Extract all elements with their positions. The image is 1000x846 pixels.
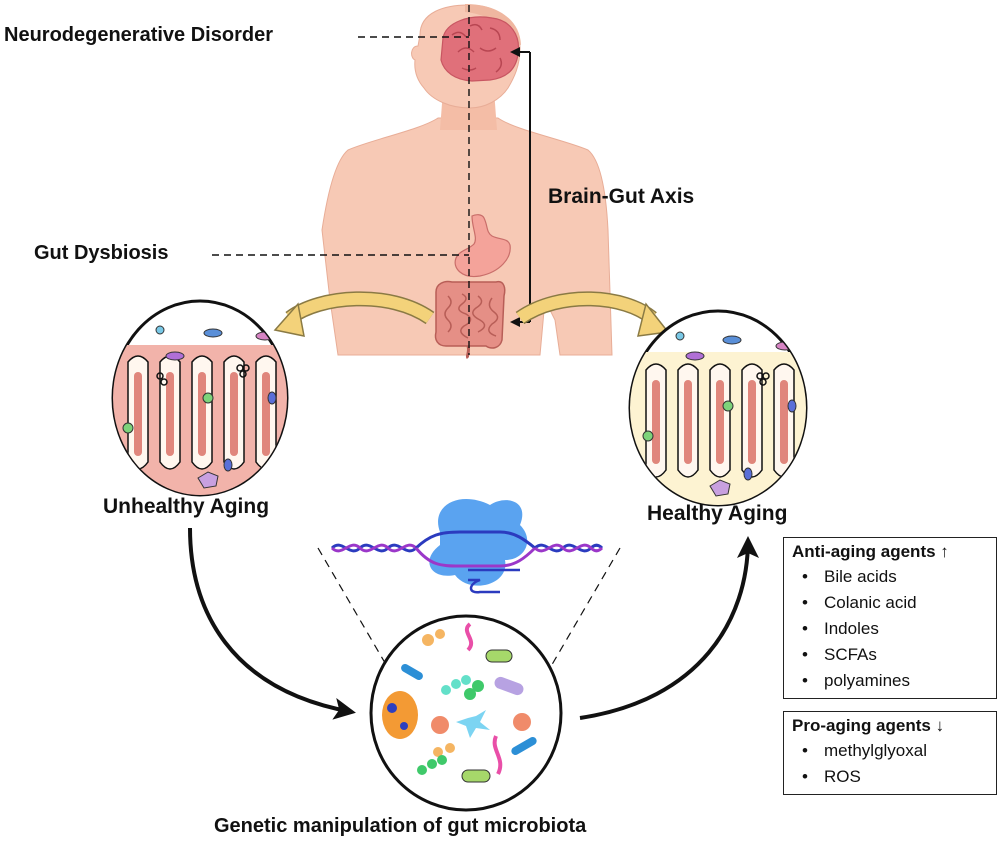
list-item: methylglyoxal [802,738,988,764]
microbiota-icon [369,614,563,812]
gut-dysbiosis-label: Gut Dysbiosis [34,242,169,264]
genetic-manipulation-label: Genetic manipulation of gut microbiota [214,815,587,837]
pro-aging-title: Pro-aging agents ↓ [792,716,945,735]
anti-aging-box: Anti-aging agents ↑ Bile acids Colanic a… [783,537,997,699]
gut-villi-icon [628,309,808,507]
yellow-arrow-left [273,291,435,337]
funnel-line-right [549,547,621,669]
pro-aging-list: methylglyoxal ROS [792,738,988,790]
list-item: Colanic acid [802,590,988,616]
list-item: ROS [802,764,988,790]
healthy-aging-label: Healthy Aging [647,502,788,525]
anti-aging-title: Anti-aging agents ↑ [792,542,949,561]
funnel-line-left [317,547,389,669]
intestine-icon [434,280,506,360]
arrow-to-manipulation [188,527,356,720]
pro-aging-box: Pro-aging agents ↓ methylglyoxal ROS [783,711,997,795]
yellow-arrow-right [515,291,670,337]
neuro-label: Neurodegenerative Disorder [4,24,273,46]
unhealthy-aging-label: Unhealthy Aging [103,495,270,518]
gut-villi-icon [111,299,289,497]
arrow-to-healthy [579,536,759,720]
brain-icon [440,16,520,82]
list-item: Bile acids [802,564,988,590]
list-item: polyamines [802,668,988,694]
anti-aging-list: Bile acids Colanic acid Indoles SCFAs po… [792,564,988,694]
list-item: Indoles [802,616,988,642]
brain-gut-axis-label: Brain-Gut Axis [548,185,695,208]
list-item: SCFAs [802,642,988,668]
crispr-dna-icon [330,499,604,594]
